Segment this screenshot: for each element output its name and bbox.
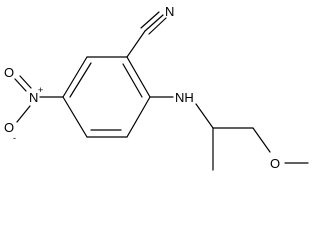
nitrile-single-bond [126, 30, 146, 58]
ch2-to-oxygen-bond [252, 127, 271, 153]
ring-bond-5 [62, 56, 88, 98]
nitrile-group: N [126, 4, 174, 58]
nitro-n-o-single-bond [16, 105, 31, 123]
ring-bond-4 [62, 96, 88, 138]
molecule-structure: N N + O O - NH O [4, 4, 309, 171]
nitro-nitrogen-charge: + [38, 85, 43, 95]
nitro-group: N + O O - [4, 65, 64, 143]
amine-nh-label: NH [175, 90, 194, 105]
nitrile-triple-bond-1 [144, 14, 164, 32]
nitro-oxygen-bottom-label: O [4, 120, 14, 135]
ring-double-bond-inner-3 [69, 62, 92, 98]
nitro-n-o-double-bond-2 [14, 78, 27, 92]
nitro-n-o-double-bond-1 [19, 75, 32, 89]
ring-double-bond-inner-1 [122, 63, 143, 98]
structure-canvas: N N + O O - NH O [4, 4, 309, 171]
nitro-nitrogen-label: N [29, 90, 38, 105]
ether-oxygen-label: O [270, 156, 280, 171]
benzene-ring [62, 56, 151, 138]
nitro-oxygen-bottom-charge: - [13, 133, 16, 143]
methoxypropylamino-chain: NH O [149, 90, 309, 171]
ring-bond-2 [126, 96, 151, 138]
ring-bond-1 [126, 56, 151, 98]
nitrile-nitrogen-label: N [165, 4, 174, 19]
nitrile-triple-bond-3 [148, 17, 167, 35]
amine-to-ch-bond [195, 103, 214, 129]
nitro-oxygen-top-label: O [4, 65, 14, 80]
nitrile-triple-bond-2 [140, 11, 160, 29]
